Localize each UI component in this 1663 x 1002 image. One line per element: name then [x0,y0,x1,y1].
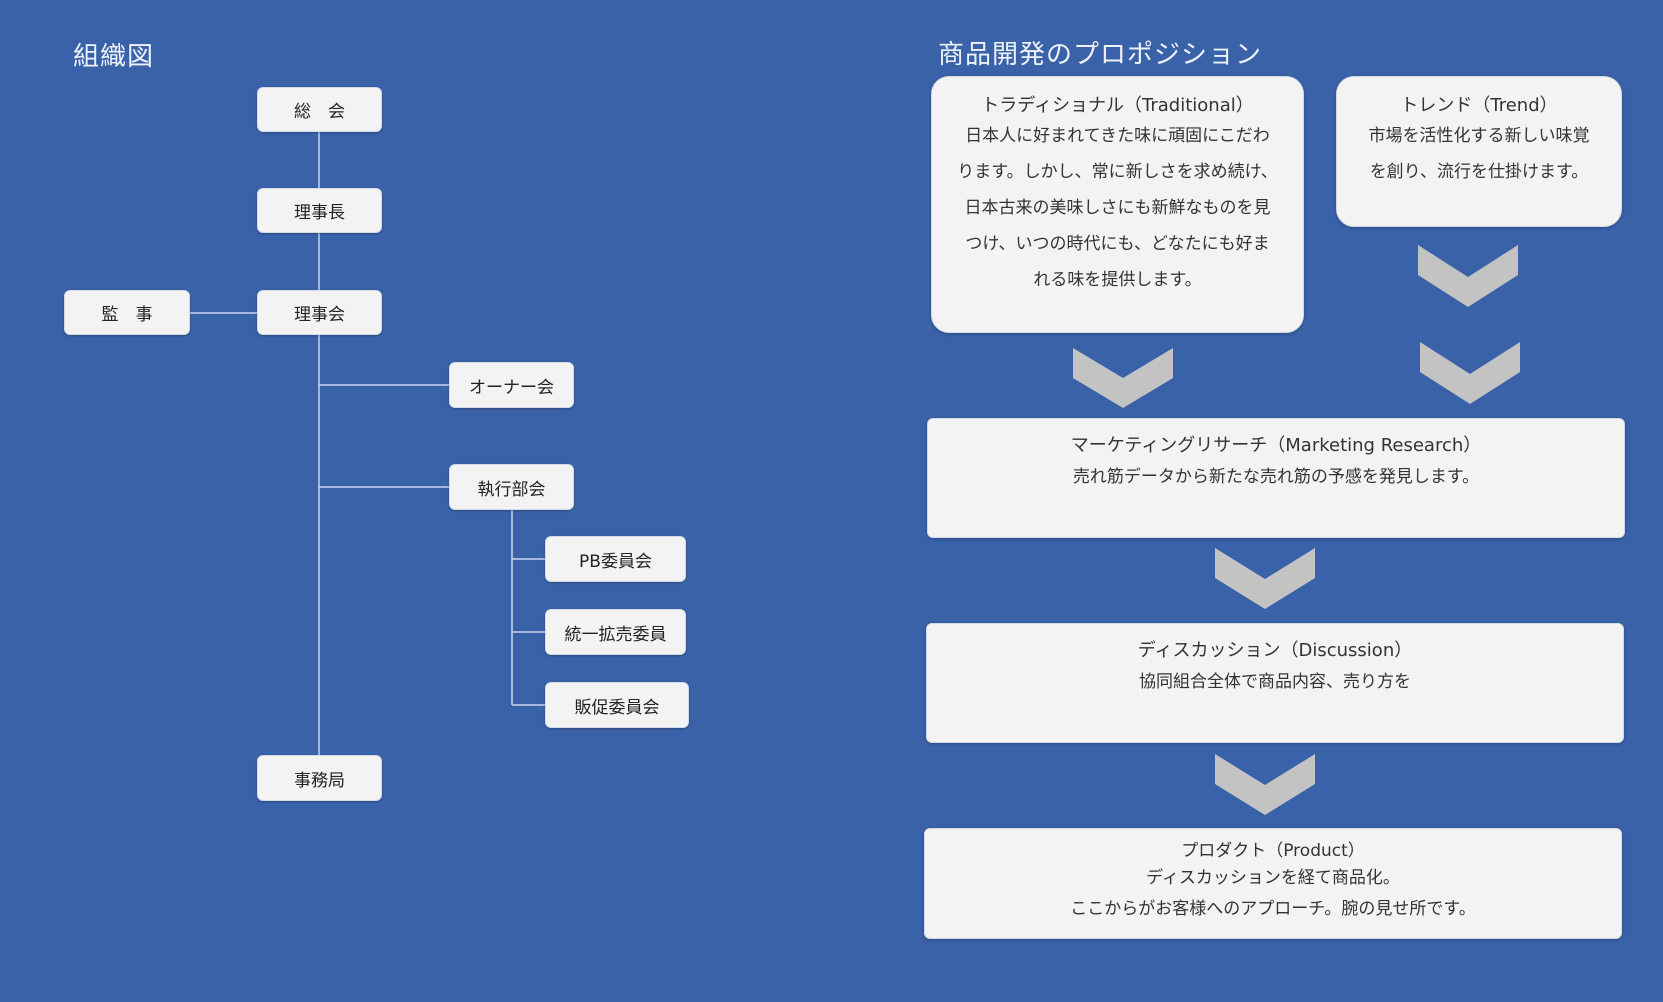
product-body: ディスカッションを経て商品化。 ここからがお客様へのアプローチ。腕の見せ所です。 [925,863,1621,925]
proposition-title: 商品開発のプロポジション [938,40,1263,70]
traditional-card: トラディショナル（Traditional） 日本人に好まれてきた味に頑固にこだわ… [931,76,1304,333]
trend-body: 市場を活性化する新しい味覚 を創り、流行を仕掛けます。 [1337,118,1621,190]
trend-heading: トレンド（Trend） [1400,95,1558,116]
org-chart-title: 組織図 [73,42,155,72]
chevron-down-icon [1215,754,1315,815]
trend-card: トレンド（Trend） 市場を活性化する新しい味覚 を創り、流行を仕掛けます。 [1336,76,1622,227]
discussion-line: 協同組合全体で商品内容、売り方を [1139,672,1411,692]
product-card: プロダクト（Product） ディスカッションを経て商品化。 ここからがお客様へ… [924,828,1622,939]
discussion-heading: ディスカッション（Discussion） [1137,640,1413,661]
org-chart-connectors [190,131,545,757]
org-node-label: 総 会 [294,102,345,122]
org-node-label: 執行部会 [477,479,546,500]
marketing-heading: マーケティングリサーチ（Marketing Research） [1070,435,1482,456]
chevron-down-icon [1420,342,1520,404]
traditional-body: 日本人に好まれてきた味に頑固にこだわ ります。しかし、常に新しさを求め続け、 日… [932,118,1303,298]
marketing-body: 売れ筋データから新たな売れ筋の予感を発見します。 [928,460,1624,494]
org-node-touitsu: 統一拡売委員 [545,609,686,655]
chevron-down-icon [1215,548,1315,609]
org-node-kanji: 監 事 [64,290,190,335]
traditional-heading: トラディショナル（Traditional） [981,95,1254,116]
traditional-line: ります。しかし、常に新しさを求め続け、 [957,162,1278,182]
org-node-label: 理事会 [294,305,345,325]
traditional-line: 日本人に好まれてきた味に頑固にこだわ [965,126,1270,146]
marketing-card: マーケティングリサーチ（Marketing Research） 売れ筋データから… [927,418,1625,538]
org-node-shikkou: 執行部会 [449,464,574,510]
trend-line: を創り、流行を仕掛けます。 [1369,162,1589,182]
org-node-pb: PB委員会 [545,536,686,582]
product-heading: プロダクト（Product） [1181,841,1365,861]
org-node-rijicho: 理事長 [257,188,382,233]
org-node-hansoku: 販促委員会 [545,682,689,728]
traditional-line: れる味を提供します。 [1033,270,1202,290]
org-node-soukai: 総 会 [257,87,382,132]
org-node-jimu: 事務局 [257,755,382,801]
chevron-down-icon [1073,348,1173,408]
org-node-label: オーナー会 [469,377,554,398]
product-line: ディスカッションを経て商品化。 [1146,868,1400,888]
org-node-owner: オーナー会 [449,362,574,408]
org-node-label: 統一拡売委員 [564,624,667,645]
discussion-card: ディスカッション（Discussion） 協同組合全体で商品内容、売り方を [926,623,1624,743]
trend-line: 市場を活性化する新しい味覚 [1368,126,1590,146]
org-node-label: 事務局 [294,770,345,791]
product-line: ここからがお客様へのアプローチ。腕の見せ所です。 [1070,899,1476,919]
org-node-label: PB委員会 [579,551,652,572]
org-node-label: 販促委員会 [574,697,660,718]
traditional-line: つけ、いつの時代にも、どなたにも好ま [965,234,1270,254]
org-node-label: 理事長 [294,203,345,223]
marketing-line: 売れ筋データから新たな売れ筋の予感を発見します。 [1072,467,1480,487]
org-node-label: 監 事 [101,305,153,325]
org-node-rijikai: 理事会 [257,290,382,335]
traditional-line: 日本古来の美味しさにも新鮮なものを見 [964,198,1271,218]
discussion-body: 協同組合全体で商品内容、売り方を [927,665,1623,699]
chevron-down-icon [1418,245,1518,307]
